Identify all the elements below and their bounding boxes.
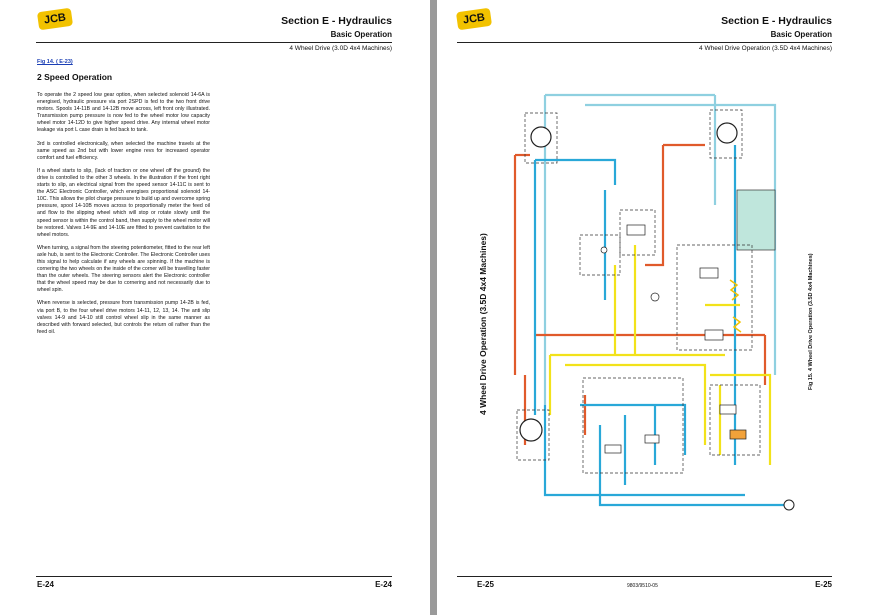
pump-boundary <box>516 409 550 461</box>
rear-motor <box>783 499 795 511</box>
valve-boundary <box>579 234 621 276</box>
page-number: E-25 <box>477 580 494 589</box>
body-text: To operate the 2 speed low gear option, … <box>37 92 210 342</box>
paragraph: When turning, a signal from the steering… <box>37 244 210 294</box>
valve-spool <box>644 434 660 444</box>
valve-spool <box>604 444 622 454</box>
section-title: Section E - Hydraulics <box>721 15 832 27</box>
page-caption: 4 Wheel Drive (3.0D 4x4 Machines) <box>289 45 392 52</box>
paragraph: To operate the 2 speed low gear option, … <box>37 92 210 134</box>
valve-boundary <box>709 384 761 456</box>
paragraph: When reverse is selected, pressure from … <box>37 300 210 335</box>
page-caption: 4 Wheel Drive Operation (3.5D 4x4 Machin… <box>699 45 832 52</box>
transmission-pump <box>519 418 543 442</box>
right-page: JCB Section E - Hydraulics Basic Operati… <box>437 0 870 615</box>
valve-spool <box>699 267 719 279</box>
footer-rule <box>457 576 832 577</box>
valve-spool <box>729 429 747 440</box>
section-heading: 2 Speed Operation <box>37 72 113 82</box>
check-valve <box>600 246 608 254</box>
valve-spool <box>719 404 737 415</box>
section-subtitle: Basic Operation <box>770 30 832 39</box>
motor-boundary <box>524 112 558 164</box>
filter <box>650 292 660 302</box>
jcb-logo: JCB <box>455 7 493 31</box>
paragraph: If a wheel starts to slip, (lack of trac… <box>37 167 210 238</box>
document-number: 9803/9510-05 <box>627 583 658 589</box>
page-number: E-24 <box>37 580 54 589</box>
figure-caption: Fig 15. 4 Wheel Drive Operation (3.5D 4x… <box>808 253 814 390</box>
footer-rule <box>36 576 392 577</box>
section-title: Section E - Hydraulics <box>281 15 392 27</box>
header-rule <box>457 42 832 43</box>
solenoid-signal <box>729 279 740 301</box>
valve-boundary <box>619 209 656 256</box>
front-right-wheel-motor <box>716 122 738 144</box>
jcb-logo: JCB <box>36 7 74 31</box>
solenoid-signal <box>732 316 742 333</box>
section-subtitle: Basic Operation <box>330 30 392 39</box>
valve-spool <box>704 329 724 341</box>
left-page: JCB Section E - Hydraulics Basic Operati… <box>0 0 430 615</box>
figure-reference-link[interactable]: Fig 14. ( E-23) <box>37 59 73 65</box>
valve-spool <box>626 224 646 236</box>
page-number: E-25 <box>815 580 832 589</box>
hydraulic-tank <box>736 189 776 251</box>
front-left-wheel-motor <box>530 126 552 148</box>
diagram-vertical-title: 4 Wheel Drive Operation (3.5D 4x4 Machin… <box>478 233 488 415</box>
valve-block-boundary <box>676 244 753 351</box>
hydraulic-circuit-diagram <box>513 93 795 511</box>
page-number: E-24 <box>375 580 392 589</box>
control-valve-boundary <box>582 377 684 474</box>
paragraph: 3rd is controlled electronically, when s… <box>37 140 210 161</box>
header-rule <box>36 42 392 43</box>
motor-boundary <box>709 109 743 159</box>
